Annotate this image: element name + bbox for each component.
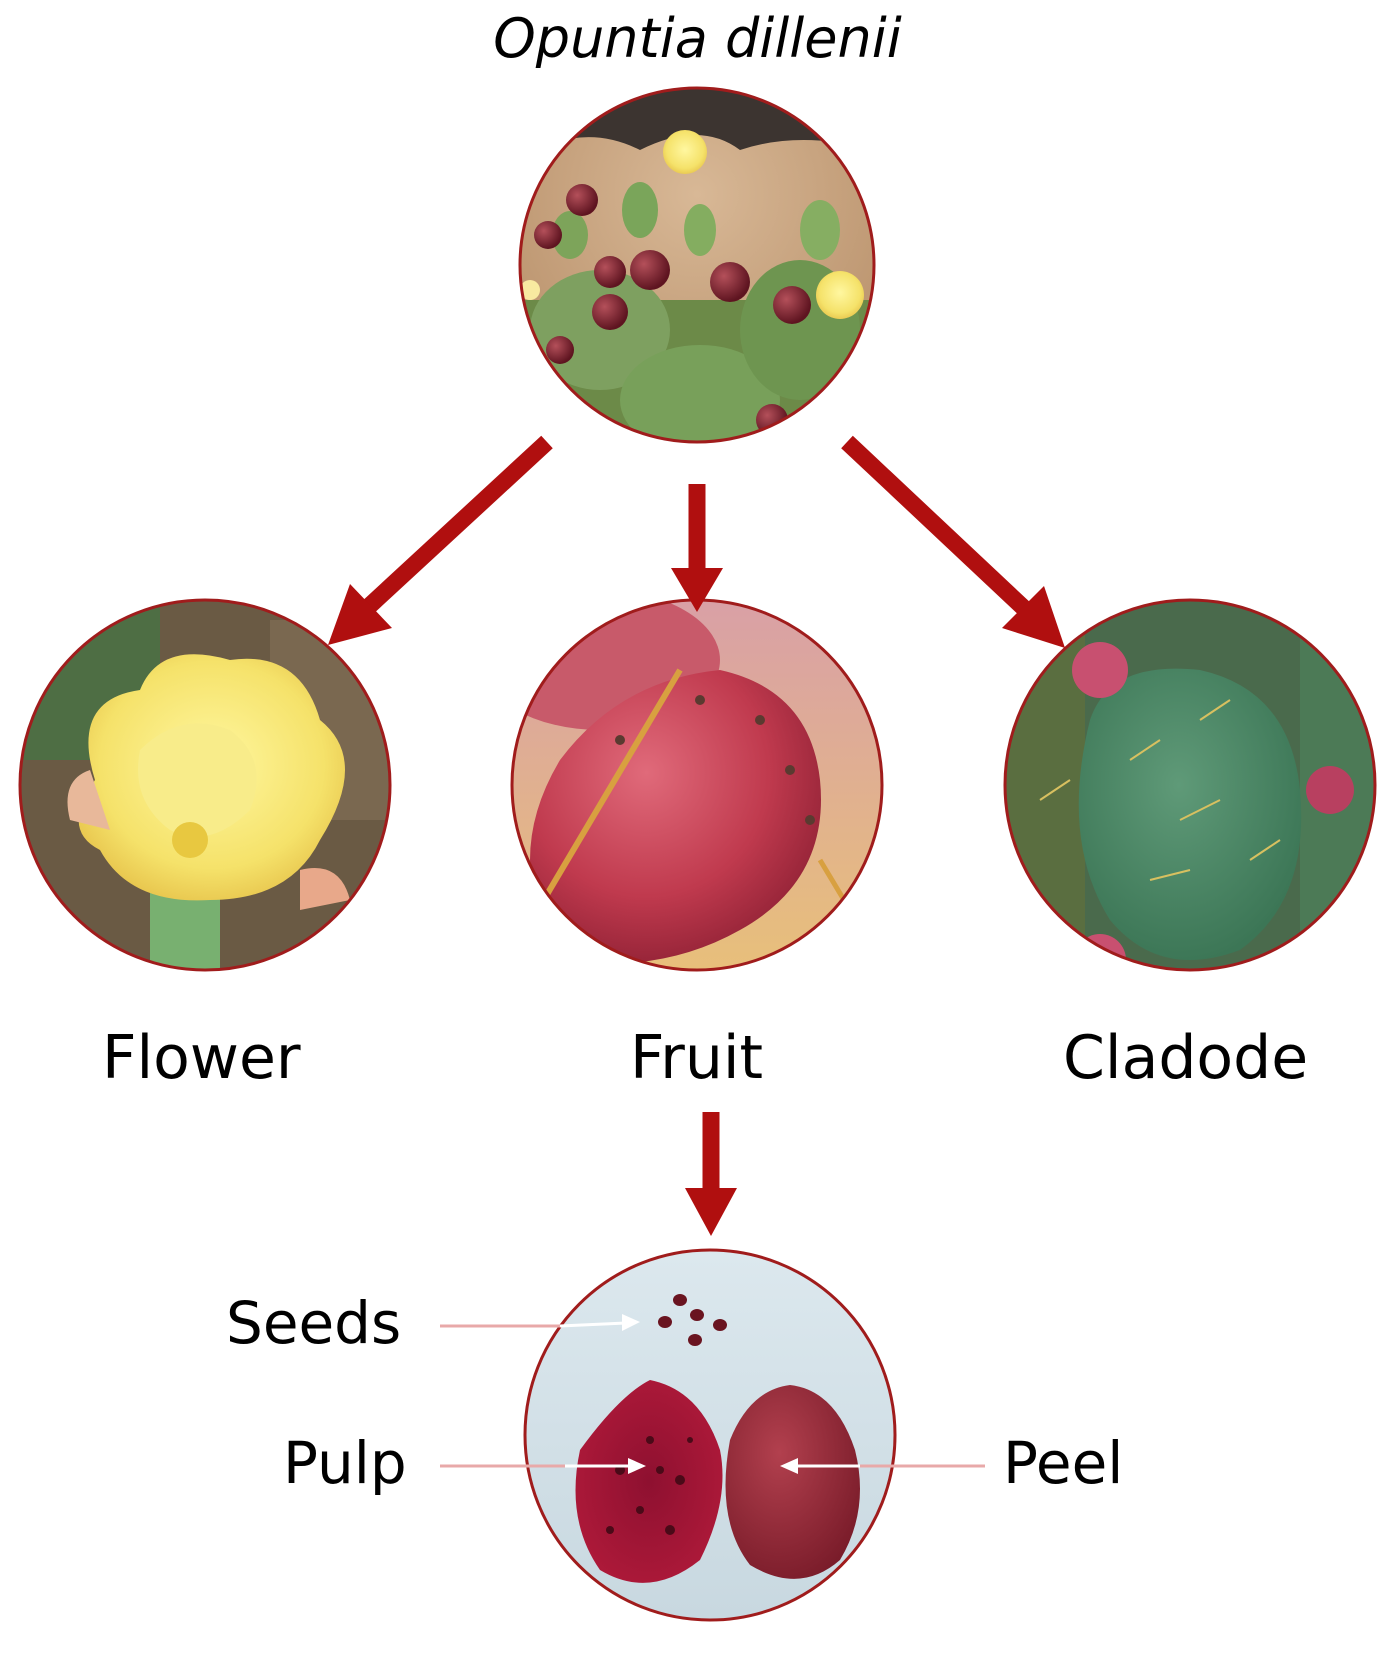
seeds-label: Seeds — [226, 1289, 402, 1357]
cladode-label: Cladode — [1063, 1023, 1309, 1093]
cactus-plant-photo — [518, 86, 876, 444]
cut-fruit-photo — [523, 1248, 897, 1622]
diagram-title: Opuntia dillenii — [493, 7, 902, 70]
yellow-flower-photo — [18, 598, 392, 972]
flower-label: Flower — [102, 1023, 301, 1093]
arrow-to-cladode — [841, 435, 1065, 648]
pulp-label: Pulp — [283, 1429, 407, 1497]
pulp-pointer — [440, 1458, 646, 1474]
seeds-pointer — [440, 1314, 640, 1331]
red-fruit-photo — [510, 598, 884, 972]
green-cladode-photo — [1003, 598, 1377, 972]
fruit-label: Fruit — [630, 1023, 764, 1093]
arrow-to-fruit-parts — [685, 1112, 737, 1236]
peel-pointer — [780, 1458, 985, 1474]
peel-label: Peel — [1003, 1429, 1124, 1497]
arrow-to-flower — [328, 435, 553, 645]
arrow-to-fruit — [671, 484, 723, 612]
